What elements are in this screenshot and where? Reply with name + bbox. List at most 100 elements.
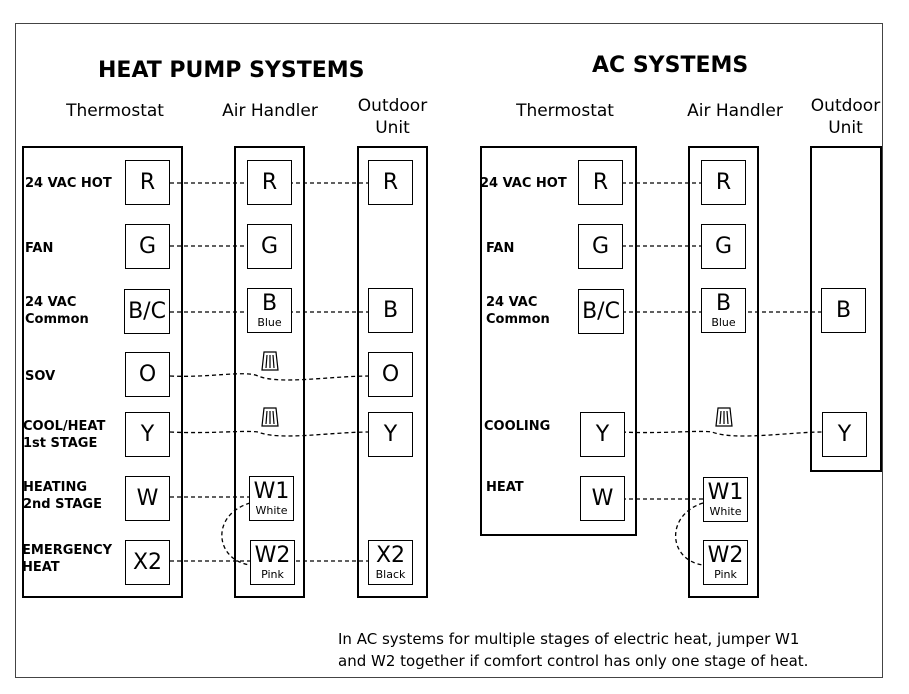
ac-label-24vac-hot: 24 VAC HOT [480,176,567,191]
hp-label-sov: SOV [25,369,56,384]
hp-air-handler-terminal-r: R [247,160,292,205]
terminal-letter: B/C [128,299,166,324]
diagram-frame [15,23,883,678]
terminal-letter: X2 [375,543,406,568]
terminal-letter: B [382,298,399,323]
terminal-letter: R [592,170,609,195]
hp-label-heat: HEAT [22,560,60,575]
terminal-letter: R [139,170,156,195]
ac-thermostat-terminal-g: G [578,224,623,269]
hp-label-24vac: 24 VAC [25,295,77,310]
hp-label-fan: FAN [25,241,54,256]
ac-outdoor-panel [810,146,882,472]
ac-label-24vac-common: 24 VAC Common [486,294,550,328]
hp-thermostat-terminal-w: W [125,476,170,521]
ac-outdoor-terminal-y: Y [822,412,867,457]
ac-header-outdoor-line1: Outdoor [810,96,881,116]
hp-header-thermostat: Thermostat [66,101,164,121]
wire-color-label: White [709,505,742,518]
wire-color-label: Pink [261,568,284,581]
ac-air-handler-terminal-g: G [701,224,746,269]
hp-label-heating-2nd: HEATING 2nd STAGE [23,479,102,513]
hp-thermostat-panel [22,146,183,598]
ac-thermostat-terminal-y: Y [580,412,625,457]
terminal-letter: W [136,486,159,511]
terminal-letter: W2 [707,543,744,568]
terminal-letter: W1 [707,480,744,505]
ac-air-handler-panel [688,146,759,598]
wire-color-label: Blue [257,316,282,329]
hp-wire-o [169,373,371,381]
ac-wire-y [621,430,823,437]
terminal-letter: G [138,234,157,259]
ac-title: AC SYSTEMS [592,53,749,78]
hp-thermostat-terminal-o: O [125,352,170,397]
jumper-note-line2: and W2 together if comfort control has o… [338,652,809,670]
ac-label-24vac: 24 VAC [486,295,538,310]
terminal-letter: W1 [253,479,290,504]
wire-color-label: Black [375,568,406,581]
hp-label-2nd-stage: 2nd STAGE [23,497,102,512]
hp-wire-y [169,430,371,437]
wire-color-label: Blue [711,316,736,329]
hp-label-emergency-heat: EMERGENCY HEAT [22,542,112,576]
ac-label-heat: HEAT [486,480,524,495]
ac-air-handler-terminal-r: R [701,160,746,205]
hp-outdoor-panel [357,146,428,598]
terminal-letter: B/C [582,299,620,324]
terminal-letter: Y [595,422,610,447]
hp-label-emergency: EMERGENCY [22,543,113,558]
ac-header-thermostat: Thermostat [516,101,614,121]
terminal-letter: G [260,234,279,259]
terminal-letter: O [381,362,400,387]
ac-header-air-handler: Air Handler [687,101,783,121]
hp-label-cool-heat-1st: COOL/HEAT 1st STAGE [23,418,105,452]
terminal-letter: X2 [132,550,163,575]
hp-label-common: Common [25,312,89,327]
hp-air-handler-terminal-g: G [247,224,292,269]
ac-label-common: Common [486,312,550,327]
hp-label-cool-heat: COOL/HEAT [23,419,106,434]
wire-nut-icon [715,407,733,427]
terminal-letter: B [715,291,732,316]
terminal-letter: G [591,234,610,259]
hp-outdoor-terminal-o: O [368,352,413,397]
terminal-letter: Y [383,422,398,447]
wire-nut-icon [261,351,279,371]
hp-label-1st-stage: 1st STAGE [23,436,98,451]
terminal-letter: R [261,170,278,195]
terminal-letter: W [591,486,614,511]
ac-thermostat-terminal-r: R [578,160,623,205]
wire-nut-icon [261,407,279,427]
jumper-note-line1: In AC systems for multiple stages of ele… [338,630,800,648]
terminal-letter: O [138,362,157,387]
hp-outdoor-terminal-r: R [368,160,413,205]
hp-label-24vac-common: 24 VAC Common [25,294,89,328]
hp-header-air-handler: Air Handler [222,101,318,121]
jumper-note: In AC systems for multiple stages of ele… [338,628,808,672]
ac-header-outdoor-unit: Outdoor Unit [798,95,893,139]
ac-label-fan: FAN [486,241,515,256]
ac-jumper-w1-w2 [675,502,704,566]
ac-thermostat-terminal-bc: B/C [578,289,624,334]
hp-outdoor-terminal-b: B [368,288,413,333]
hp-jumper-w1-w2 [221,502,251,566]
terminal-letter: W2 [254,543,291,568]
terminal-letter: R [715,170,732,195]
terminal-letter: R [382,170,399,195]
terminal-letter: B [835,298,852,323]
terminal-letter: G [714,234,733,259]
terminal-letter: Y [837,422,852,447]
terminal-letter: B [261,291,278,316]
hp-header-outdoor-line1: Outdoor [357,96,428,116]
wire-color-label: Pink [714,568,737,581]
hp-thermostat-terminal-r: R [125,160,170,205]
hp-air-handler-panel [234,146,305,598]
hp-header-outdoor-unit: Outdoor Unit [345,95,440,139]
hp-thermostat-terminal-g: G [125,224,170,269]
